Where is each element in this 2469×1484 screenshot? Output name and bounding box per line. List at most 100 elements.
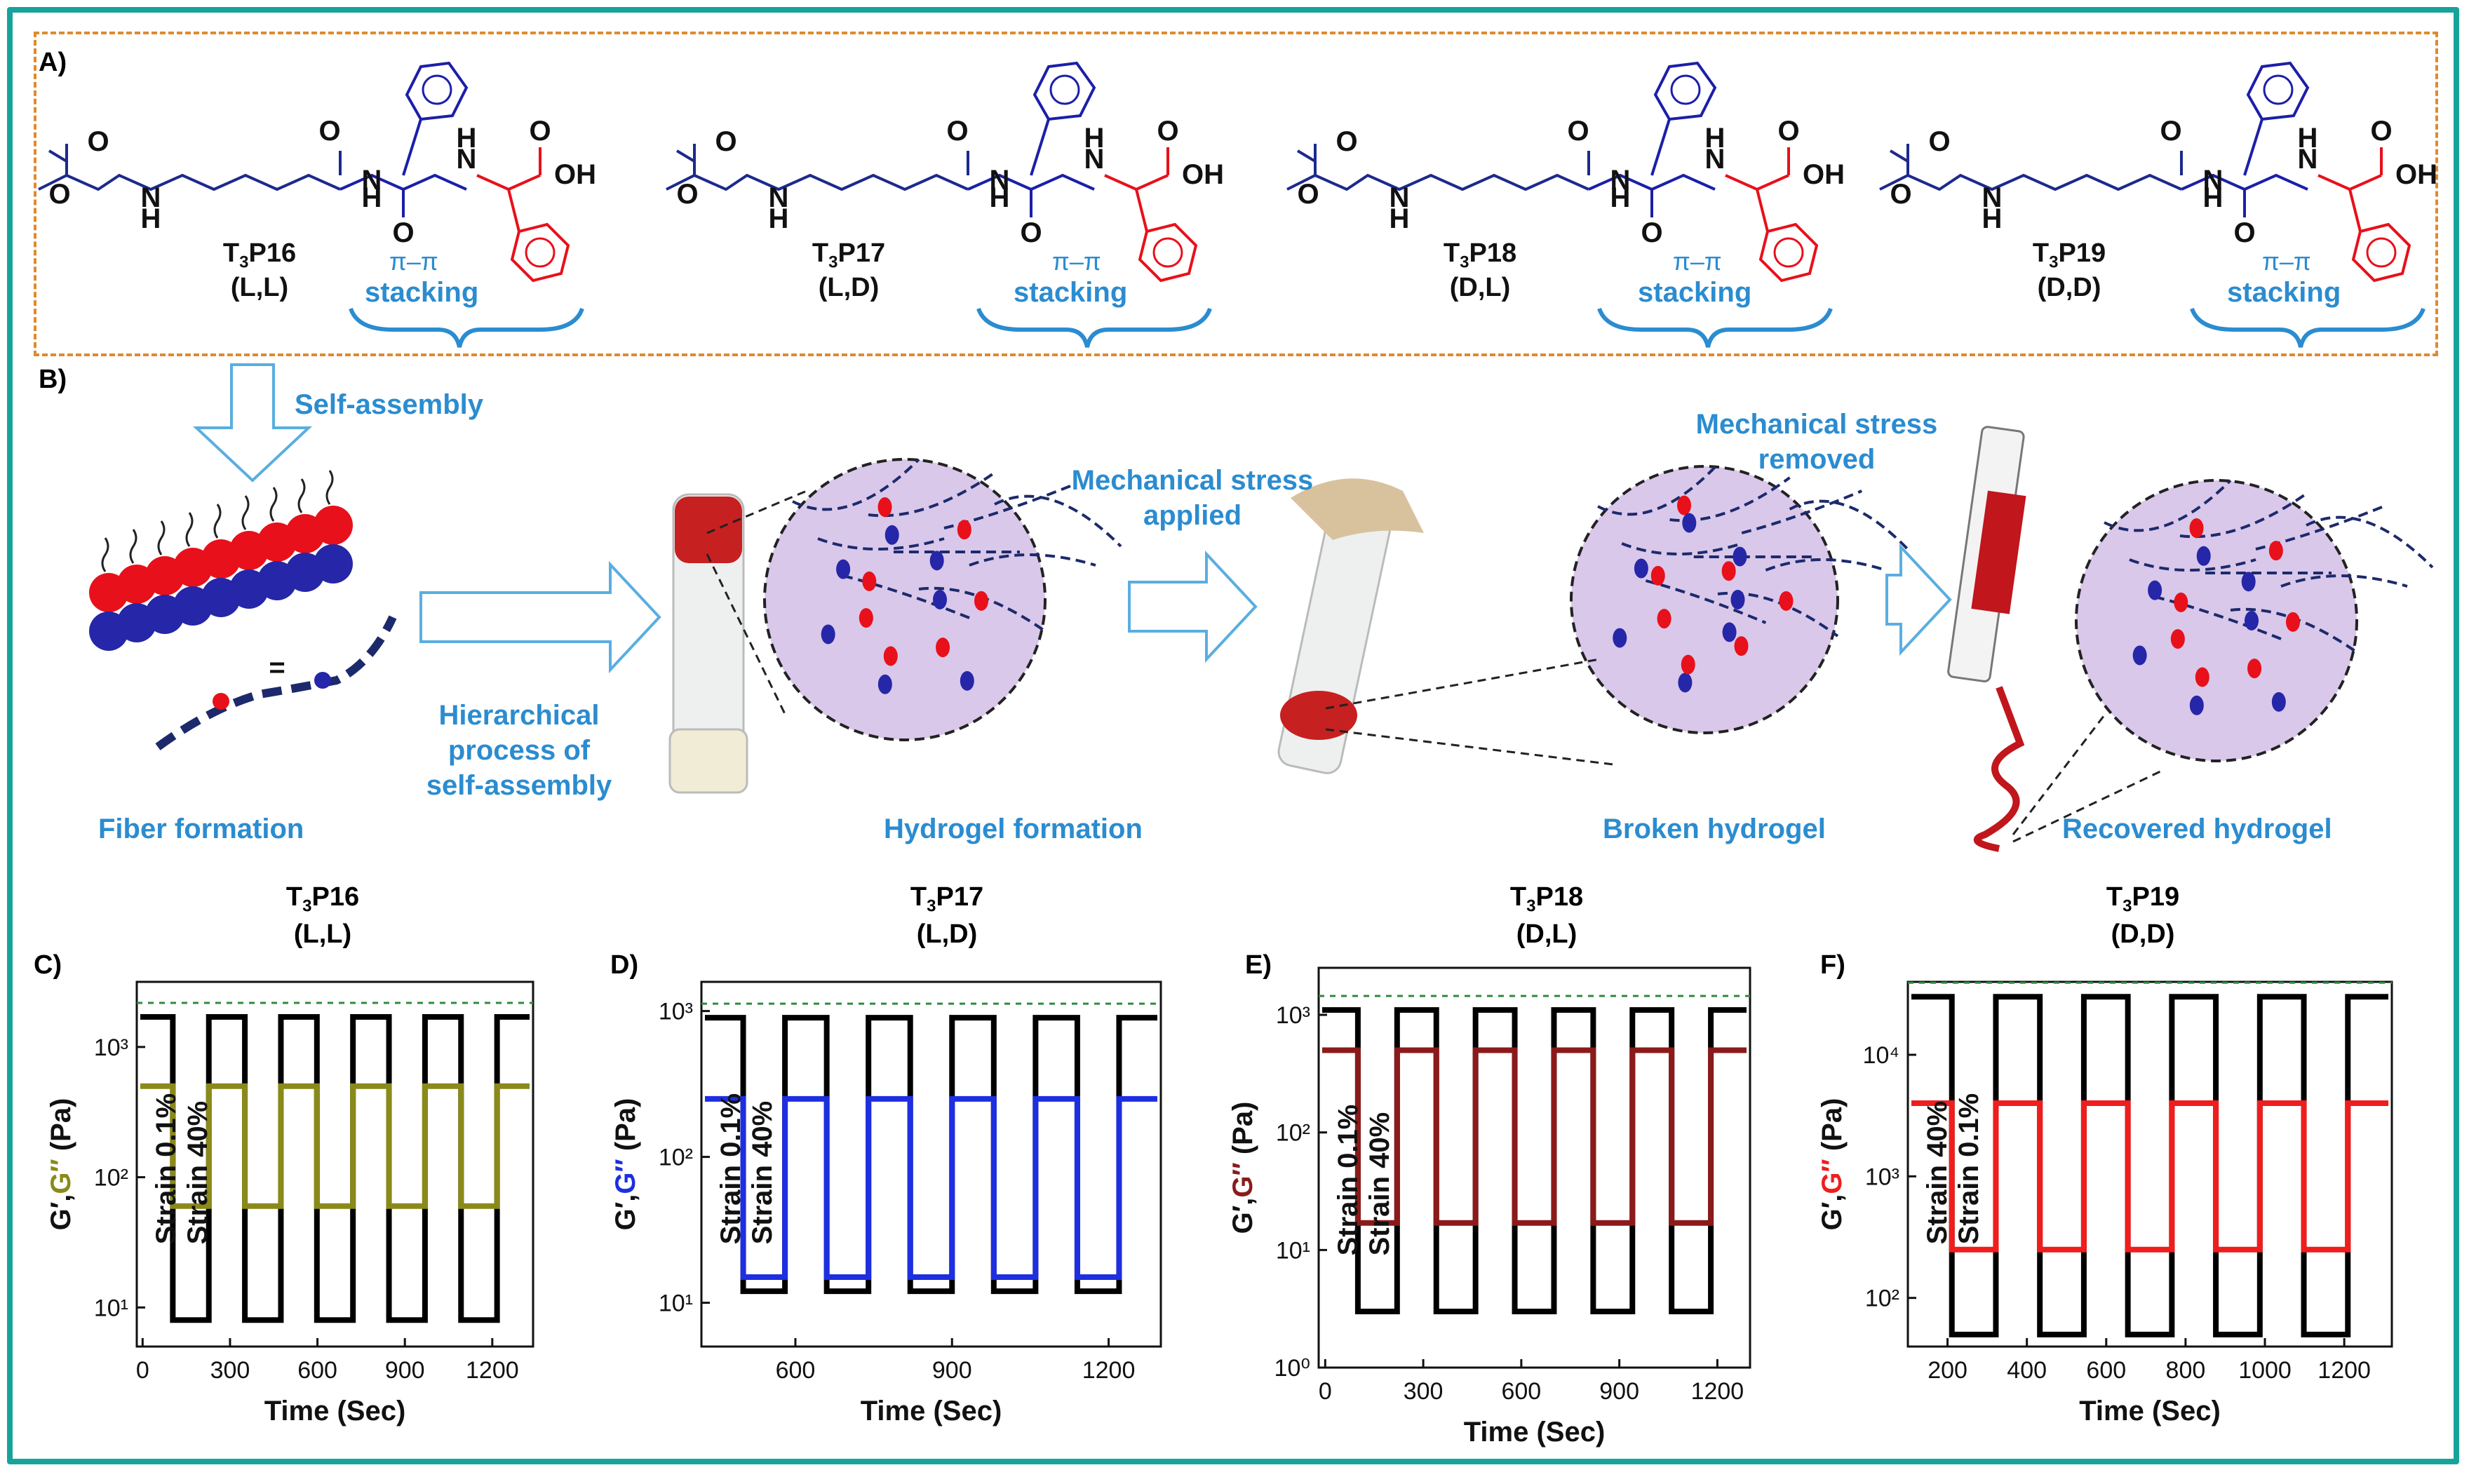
network-fiber <box>1741 490 1862 534</box>
oxygen-label: O <box>1297 179 1319 210</box>
recovered-hydrogel-label: Recovered hydrogel <box>2062 814 2332 844</box>
x-axis-label: Time (Sec) <box>2079 1396 2221 1426</box>
y-tick-label: 10¹ <box>659 1290 693 1317</box>
zoom-circle <box>2075 479 2358 762</box>
side-chain <box>1650 119 1671 176</box>
network-node <box>1681 654 1695 675</box>
oxygen-label: O <box>1567 116 1589 147</box>
nitrogen-label: N <box>769 182 789 213</box>
network-node <box>2174 592 2188 612</box>
network-node <box>859 608 873 628</box>
network-node <box>877 497 892 518</box>
x-tick-label: 600 <box>297 1357 337 1384</box>
nitrogen-label: N <box>1982 182 2003 213</box>
panel-a-box <box>34 32 2438 356</box>
panel-label-f: F) <box>1820 950 1845 980</box>
gel-thread <box>1973 686 2025 852</box>
y-axis-label: G′,G″ (Pa) <box>1227 1102 1258 1234</box>
network-node <box>957 520 971 540</box>
right-arrow <box>419 560 661 674</box>
hair <box>269 487 278 522</box>
nitrogen-label: N <box>1705 144 1725 175</box>
x-tick-label: 300 <box>1404 1378 1444 1405</box>
phenyl-ring <box>1758 222 1819 283</box>
oxygen-label: O <box>318 116 340 147</box>
fiber-strand <box>155 615 397 750</box>
fingers <box>1291 478 1424 540</box>
y-tick-label: 10³ <box>1865 1163 1899 1190</box>
side-chain <box>1030 119 1050 176</box>
phenyl-ring <box>510 222 570 283</box>
network-node <box>2170 629 2185 649</box>
network-node <box>2285 612 2300 632</box>
nitrogen-label: N <box>457 144 477 175</box>
x-axis-label: Time (Sec) <box>264 1396 406 1426</box>
aromatic-circle <box>1670 74 1701 105</box>
y-tick-label: 10² <box>94 1165 128 1192</box>
series-g-double-prime <box>1322 1047 1747 1226</box>
pi-label-3: π–π <box>1673 247 1722 276</box>
network-node <box>1779 591 1794 611</box>
hair <box>325 470 334 505</box>
network-fiber <box>2179 492 2308 539</box>
x-tick-label: 400 <box>2007 1357 2047 1384</box>
side-chain <box>1135 189 1148 232</box>
nitrogen-label: N <box>1610 165 1631 196</box>
network-fiber <box>2154 595 2282 640</box>
vial-cap <box>668 728 748 794</box>
side-chain <box>402 119 422 176</box>
series-g-double-prime <box>1911 1100 2388 1253</box>
phe2-backbone <box>1725 174 1789 191</box>
chart-title-c: T3P16(L,L) <box>285 882 360 949</box>
phe2-backbone <box>2317 174 2382 191</box>
network-fiber <box>1669 476 1791 522</box>
chart-title-e: T3P18(D,L) <box>1509 882 1584 949</box>
phe-backbone <box>967 173 1095 191</box>
x-tick-label: 1200 <box>1691 1378 1744 1405</box>
oxygen-label: O <box>946 116 968 147</box>
nitrogen-label: N <box>141 182 161 213</box>
stacking-label-1: stacking <box>365 277 479 308</box>
gel-top <box>675 497 742 563</box>
y-tick-label: 10⁴ <box>1863 1042 1899 1069</box>
nitrogen-label: N <box>362 165 382 196</box>
x-tick-label: 1000 <box>2238 1357 2292 1384</box>
oxygen-label: O <box>2160 116 2181 147</box>
network-node <box>862 571 877 591</box>
phe2-backbone <box>1104 174 1169 191</box>
y-tick-label: 10¹ <box>94 1295 128 1321</box>
x-axis-label: Time (Sec) <box>1464 1417 1606 1448</box>
zoom-line <box>1325 728 1614 766</box>
hydroxyl-label: OH <box>2395 159 2437 190</box>
hydroxyl-label: OH <box>554 159 596 190</box>
pi-label-2: π–π <box>1052 247 1101 276</box>
plot-frame <box>1906 980 2393 1348</box>
blue-bead <box>314 544 353 584</box>
y-tick-label: 10² <box>659 1145 693 1171</box>
aromatic-circle <box>1049 74 1080 105</box>
y-tick-label: 10³ <box>94 1034 128 1061</box>
chart-title-d: T3P17(L,D) <box>910 882 984 949</box>
y-tick-label: 10⁰ <box>1274 1355 1310 1382</box>
hydrogen-label: H <box>1705 123 1725 154</box>
y-tick-label: 10³ <box>659 999 693 1025</box>
network-fiber <box>842 574 970 619</box>
figure-frame <box>7 7 2459 1464</box>
x-tick-label: 900 <box>385 1357 425 1384</box>
stacking-brace <box>349 307 584 348</box>
hydrogen-label: H <box>1982 203 2003 234</box>
nitrogen-label: N <box>2298 144 2318 175</box>
y-axis-label: G′,G″ (Pa) <box>610 1098 641 1231</box>
network-node <box>2196 546 2211 566</box>
oxygen-label: O <box>529 116 551 147</box>
network-fiber <box>2255 506 2383 551</box>
y-tick-label: 10² <box>1276 1120 1310 1147</box>
network-node <box>821 624 835 645</box>
oxygen-label: O <box>2370 116 2392 147</box>
